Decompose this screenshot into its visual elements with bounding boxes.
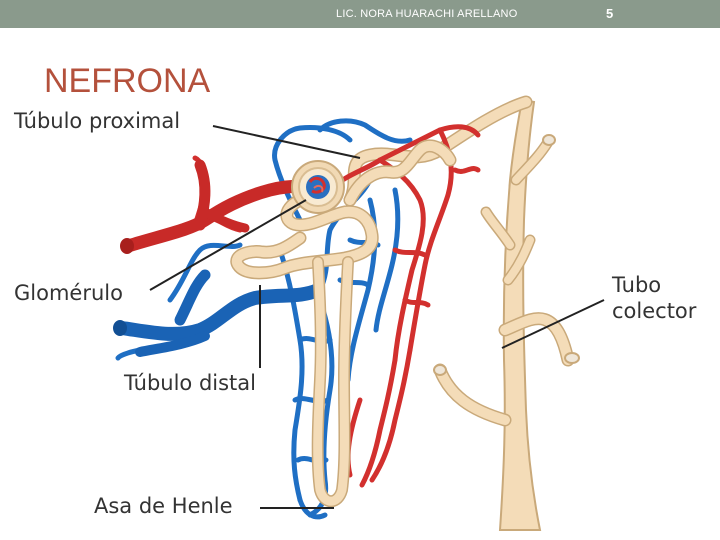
label-glomerulo: Glomérulo [14, 281, 123, 305]
renal-vein [113, 269, 325, 357]
label-tubulo-distal: Túbulo distal [123, 371, 256, 395]
leader-tubo [501, 299, 605, 349]
glomerulus [291, 160, 345, 214]
label-colector: colector [612, 299, 697, 323]
leader-glomerulo [149, 199, 307, 291]
leader-lines [149, 125, 605, 509]
renal-artery [120, 159, 312, 254]
leader-proximal [212, 125, 361, 159]
label-tubo: Tubo [611, 273, 661, 297]
label-tubulo-proximal: Túbulo proximal [13, 109, 180, 133]
label-asa-de-henle: Asa de Henle [94, 494, 233, 518]
author-name: LIC. NORA HUARACHI ARELLANO [336, 8, 518, 20]
slide-title: NEFRONA [44, 62, 211, 100]
header-bar [0, 0, 720, 28]
loop-of-henle [311, 256, 354, 508]
page-number: 5 [606, 6, 614, 21]
collecting-duct [433, 98, 580, 531]
